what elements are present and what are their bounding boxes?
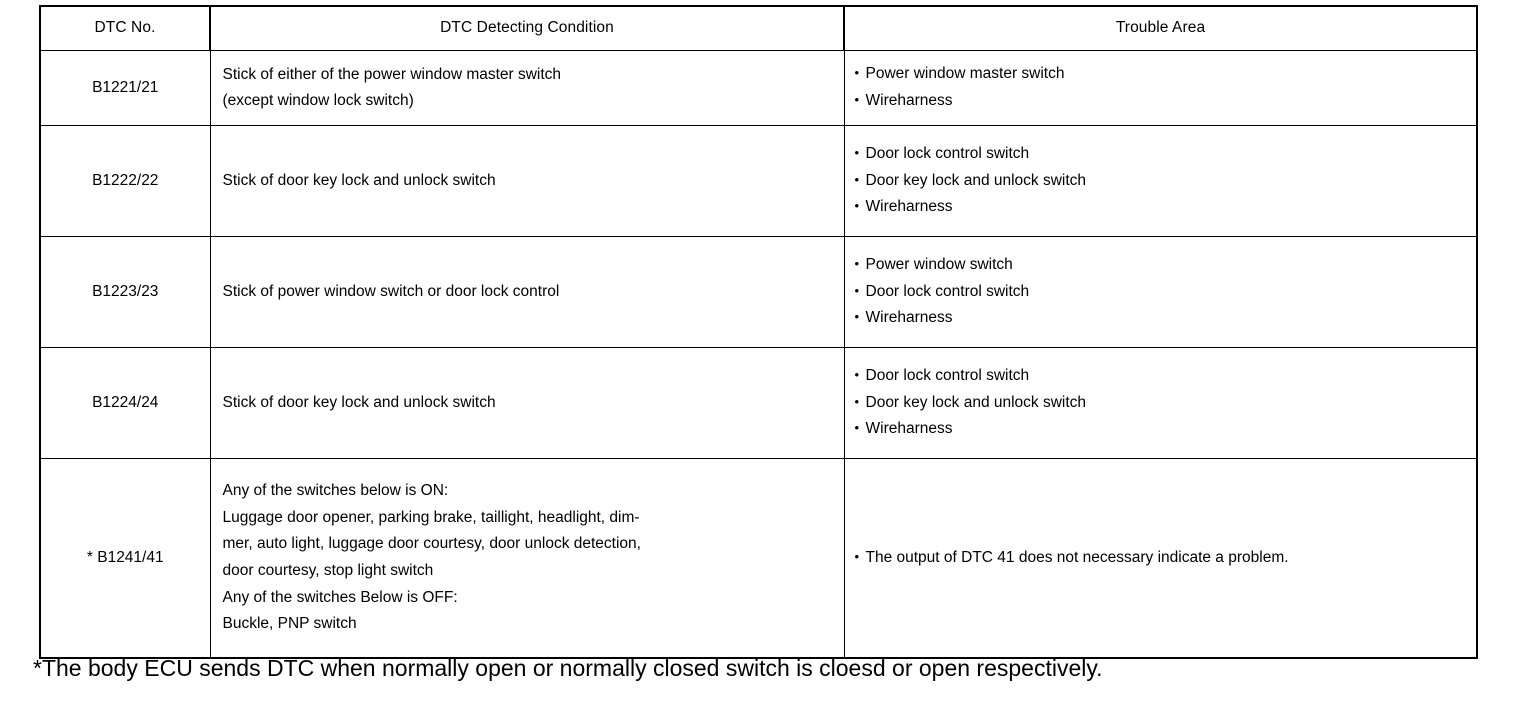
trouble-list-item: • Door key lock and unlock switch — [855, 168, 1477, 195]
bullet-icon: • — [854, 171, 860, 187]
condition-text-block: Stick of door key lock and unlock switch — [211, 380, 844, 426]
condition-line: Buckle, PNP switch — [222, 615, 357, 633]
trouble-list-item: • Power window switch — [855, 252, 1477, 279]
trouble-list-item-label: Wireharness — [865, 198, 953, 216]
condition-line: Any of the switches Below is OFF: — [222, 588, 458, 606]
trouble-list-item-label: The output of DTC 41 does not necessary … — [865, 548, 1289, 566]
condition-line: Stick of power window switch or door loc… — [222, 283, 560, 301]
cell-detecting-condition: Stick of either of the power window mast… — [209, 50, 845, 126]
cell-dtc-no: B1222/22 — [39, 125, 211, 237]
table-row: B1223/23 Stick of power window switch or… — [39, 236, 1478, 348]
trouble-list-item: • Wireharness — [855, 88, 1477, 115]
condition-line: Stick of door key lock and unlock switch — [222, 172, 496, 190]
bullet-icon: • — [854, 256, 860, 272]
cell-trouble-area: • Door lock control switch • Door key lock… — [843, 347, 1478, 459]
cell-dtc-no: * B1241/41 — [39, 458, 211, 659]
dtc-no-value: B1223/23 — [92, 282, 159, 300]
cell-dtc-no: B1223/23 — [39, 236, 211, 348]
condition-line: (except window lock switch) — [222, 92, 414, 109]
dtc-no-value: B1222/22 — [92, 171, 159, 189]
trouble-list: • Door lock control switch • Door key lock… — [845, 355, 1477, 451]
trouble-list: • The output of DTC 41 does not necessary… — [845, 537, 1477, 580]
column-header-trouble-area-label: Trouble Area — [1115, 19, 1206, 37]
condition-line: Any of the switches below is ON: — [222, 482, 449, 500]
condition-text-block: Stick of either of the power window mast… — [211, 52, 844, 123]
column-header-trouble-area: Trouble Area — [843, 5, 1478, 51]
bullet-icon: • — [854, 65, 860, 81]
trouble-list-item-label: Door key lock and unlock switch — [865, 393, 1087, 411]
bullet-icon: • — [854, 198, 860, 214]
bullet-icon: • — [854, 145, 860, 161]
trouble-list-item: • Wireharness — [855, 194, 1477, 221]
column-header-dtc-detecting-condition: DTC Detecting Condition — [209, 5, 845, 51]
bullet-icon: • — [854, 367, 860, 383]
trouble-list: • Door lock control switch • Door key lock… — [845, 133, 1477, 229]
condition-line: Luggage door opener, parking brake, tail… — [222, 508, 640, 526]
trouble-list-item: • Door lock control switch — [855, 363, 1477, 390]
trouble-list-item: • Wireharness — [855, 305, 1477, 332]
trouble-list: • Power window master switch • Wireharness — [845, 53, 1477, 122]
table-row: B1224/24 Stick of door key lock and unlo… — [39, 347, 1478, 459]
trouble-list-item: • Door lock control switch — [855, 279, 1477, 306]
trouble-list-item-label: Wireharness — [865, 420, 953, 438]
trouble-list-item-label: Door lock control switch — [865, 282, 1030, 300]
bullet-icon: • — [854, 393, 860, 409]
bullet-icon: • — [854, 548, 860, 564]
cell-trouble-area: • Power window master switch • Wireharness — [843, 50, 1478, 126]
dtc-table-container: DTC No. DTC Detecting Condition Trouble … — [39, 5, 1478, 659]
cell-detecting-condition: Stick of door key lock and unlock switch — [209, 347, 845, 459]
trouble-list: • Power window switch • Door lock control … — [845, 244, 1477, 340]
cell-dtc-no: B1224/24 — [39, 347, 211, 459]
cell-trouble-area: • Door lock control switch • Door key lock… — [843, 125, 1478, 237]
cell-trouble-area: • The output of DTC 41 does not necessary… — [843, 458, 1478, 659]
table-row: B1221/21 Stick of either of the power wi… — [39, 50, 1478, 126]
condition-text-block: Stick of door key lock and unlock switch — [211, 158, 844, 204]
bullet-icon: • — [854, 420, 860, 436]
bullet-icon: • — [854, 92, 860, 107]
trouble-list-item-label: Wireharness — [865, 92, 953, 109]
trouble-list-item-label: Door lock control switch — [865, 367, 1030, 385]
trouble-list-item: • Door key lock and unlock switch — [855, 390, 1477, 417]
trouble-list-item: • Power window master switch — [855, 61, 1477, 88]
cell-dtc-no: B1221/21 — [39, 50, 211, 126]
trouble-list-item: • Door lock control switch — [855, 141, 1477, 168]
dtc-no-value: B1221/21 — [92, 78, 159, 96]
table-body: B1221/21 Stick of either of the power wi… — [39, 50, 1478, 659]
dtc-no-value: B1224/24 — [92, 393, 159, 411]
dtc-no-value: * B1241/41 — [86, 548, 164, 566]
column-header-dtc-detecting-condition-label: DTC Detecting Condition — [440, 19, 614, 37]
trouble-list-item: • The output of DTC 41 does not necessary… — [855, 545, 1477, 572]
header-row: DTC No. DTC Detecting Condition Trouble … — [39, 5, 1478, 51]
condition-text-block: Any of the switches below is ON: Luggage… — [211, 470, 844, 646]
bullet-icon: • — [854, 309, 860, 325]
condition-line: Stick of either of the power window mast… — [222, 66, 562, 84]
trouble-list-item-label: Door key lock and unlock switch — [865, 171, 1087, 189]
condition-line: Stick of door key lock and unlock switch — [222, 394, 496, 412]
trouble-list-item-label: Door lock control switch — [865, 145, 1030, 163]
cell-detecting-condition: Stick of power window switch or door loc… — [209, 236, 845, 348]
cell-detecting-condition: Stick of door key lock and unlock switch — [209, 125, 845, 237]
table-row: * B1241/41 Any of the switches below is … — [39, 458, 1478, 659]
condition-line: door courtesy, stop light switch — [222, 562, 434, 579]
trouble-list-item: • Wireharness — [855, 416, 1477, 443]
table-header: DTC No. DTC Detecting Condition Trouble … — [39, 5, 1478, 51]
footnote-text: *The body ECU sends DTC when normally op… — [33, 655, 1103, 681]
bullet-icon: • — [854, 282, 860, 298]
condition-text-block: Stick of power window switch or door loc… — [211, 269, 844, 315]
condition-line: mer, auto light, luggage door courtesy, … — [222, 535, 641, 553]
cell-detecting-condition: Any of the switches below is ON: Luggage… — [209, 458, 845, 659]
column-header-dtc-no: DTC No. — [39, 5, 211, 51]
trouble-list-item-label: Wireharness — [865, 309, 953, 327]
table-row: B1222/22 Stick of door key lock and unlo… — [39, 125, 1478, 237]
column-header-dtc-no-label: DTC No. — [94, 19, 156, 37]
dtc-table: DTC No. DTC Detecting Condition Trouble … — [39, 5, 1478, 659]
cell-trouble-area: • Power window switch • Door lock control … — [843, 236, 1478, 348]
trouble-list-item-label: Power window switch — [865, 256, 1013, 274]
trouble-list-item-label: Power window master switch — [865, 65, 1065, 83]
